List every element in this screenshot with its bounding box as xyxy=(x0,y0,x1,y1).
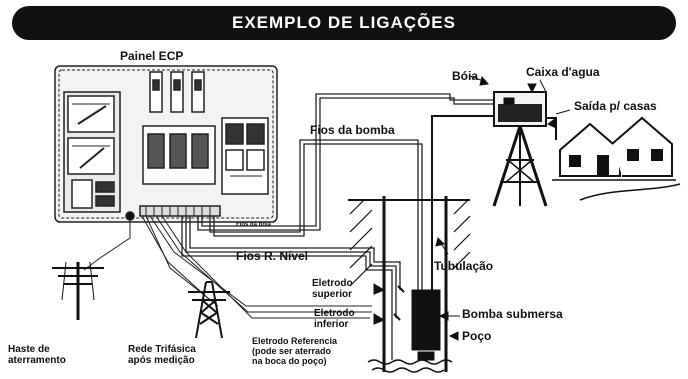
lower-electrode-label: Eletrodo inferior xyxy=(314,308,355,330)
submersible-pump-icon xyxy=(411,289,441,351)
voltmeter-icon xyxy=(67,137,115,175)
well xyxy=(348,196,471,373)
ground-rod-label: Haste de aterramento xyxy=(8,344,66,366)
leaders xyxy=(373,75,571,341)
upper-electrode-label: Eletrodo superior xyxy=(312,278,353,300)
water-tank-label: Caixa d'agua xyxy=(526,65,600,79)
reference-electrode-label: Eletrodo Referencia (pode ser aterrado n… xyxy=(252,336,338,366)
house-outlet-label: Saída p/ casas xyxy=(574,99,657,113)
diagram-title: EXEMPLO DE LIGAÇÕES xyxy=(232,13,456,32)
level-relay-icon xyxy=(221,117,269,195)
wires xyxy=(83,93,506,360)
upper-electrode-icon xyxy=(397,285,405,293)
pipe-line xyxy=(431,115,494,322)
buoy-wire-2 xyxy=(197,97,506,231)
level-wire-1 xyxy=(189,216,401,290)
pipe-label: Tubulação xyxy=(434,259,494,273)
level-wire-3 xyxy=(181,216,393,360)
title-banner: EXEMPLO DE LIGAÇÕES xyxy=(12,6,676,40)
selector-switch-icon xyxy=(71,179,115,209)
lower-electrode-icon xyxy=(393,313,401,321)
ground-rod-icon xyxy=(52,261,104,320)
ecp-control-panel xyxy=(54,65,278,223)
contactor-icon xyxy=(142,125,216,185)
pump-wires-label: Fios da bomba xyxy=(310,123,395,137)
terminal-strip xyxy=(139,205,221,217)
buoy-wire-1 xyxy=(201,93,506,227)
well-label: Poço xyxy=(462,329,492,343)
pump-wire-1 xyxy=(209,139,419,322)
submersible-pump-label: Bomba submersa xyxy=(462,307,563,321)
buoy-label: Bóia xyxy=(452,69,479,83)
level-wires-label: Fios R. Nível xyxy=(236,249,309,263)
pump-wire-2 xyxy=(213,143,423,322)
houses-icon xyxy=(552,116,681,201)
fuses-icon xyxy=(149,71,205,113)
buoy-icon xyxy=(503,97,515,105)
water-tower xyxy=(431,79,557,322)
power-tower-icon xyxy=(188,281,230,339)
ammeter-icon xyxy=(67,95,115,133)
three-phase-label: Rede Trifásica após medição xyxy=(128,344,196,366)
panel-label: Painel ECP xyxy=(120,49,184,63)
level-wire-2 xyxy=(185,216,397,318)
terminal-caption: Fios da bóia xyxy=(236,222,272,228)
